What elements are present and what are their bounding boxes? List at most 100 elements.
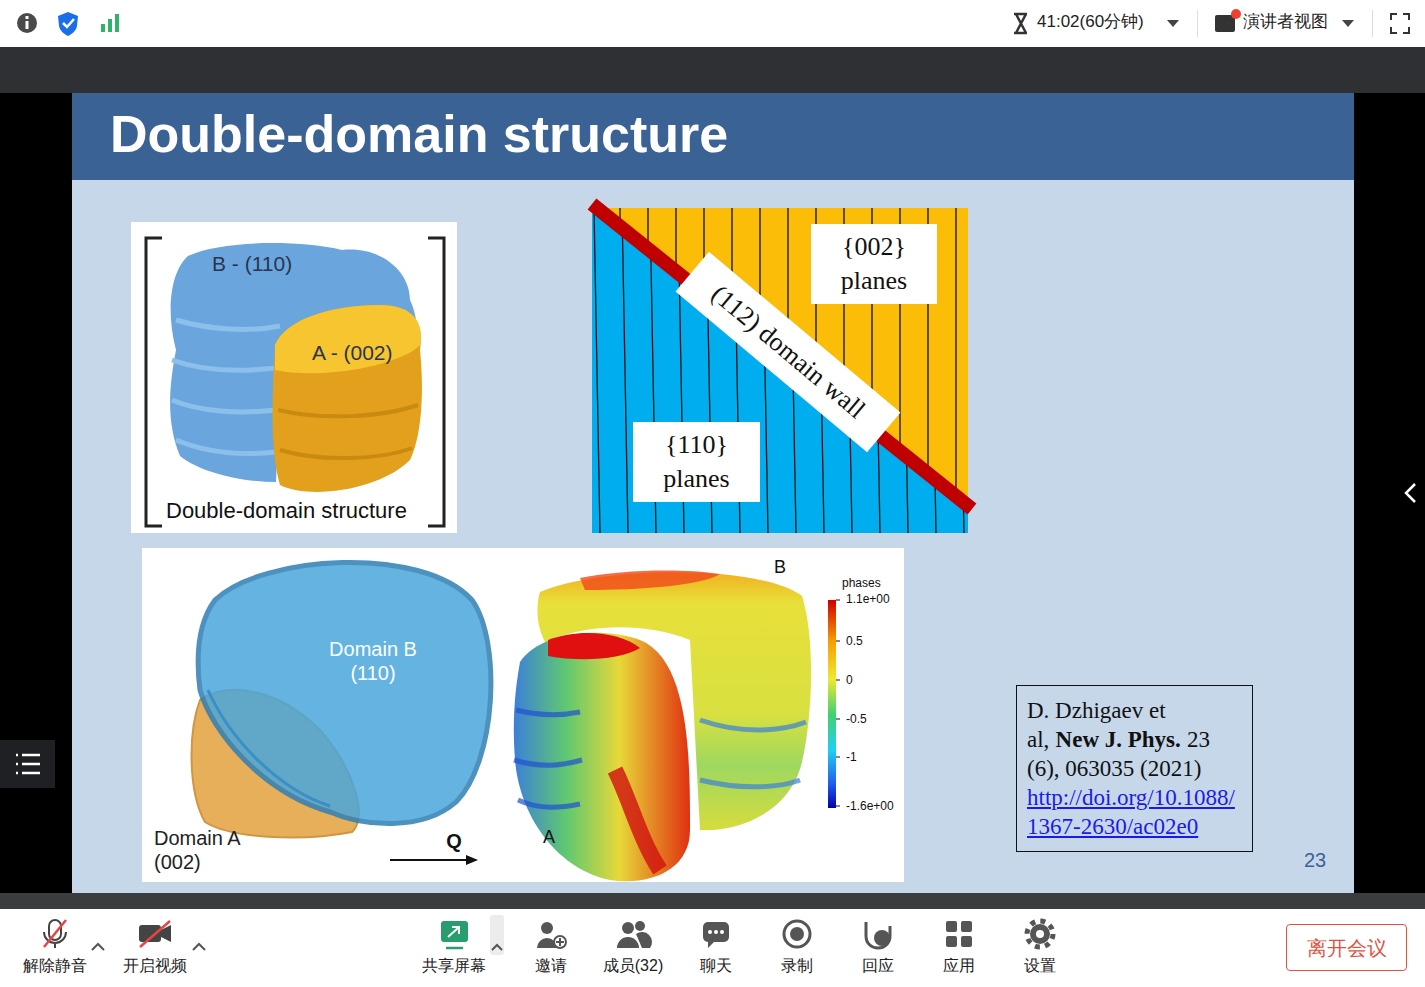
info-icon: [17, 13, 37, 33]
chat-icon: [720, 930, 724, 934]
caret: [492, 945, 502, 950]
menu-line: [22, 763, 40, 766]
menu-line: [16, 763, 18, 766]
chat-icon: [708, 941, 715, 948]
node-text: New J. Phys.: [1056, 727, 1181, 752]
shield-icon: [63, 19, 74, 27]
node-text: http://doi.org/10.1088/1367-2630/ac02e0: [1027, 783, 1242, 841]
react-icon: [866, 922, 890, 948]
top-bar-bg: [0, 0, 1425, 47]
figure-panel: [131, 222, 457, 533]
phase-hotspot: [580, 571, 720, 590]
toolbar-label: 开启视频: [123, 956, 187, 975]
top-bar: [0, 0, 1425, 47]
colorbar-ticks: [836, 600, 840, 806]
frame-band: [0, 47, 1425, 93]
vector-label: Q: [446, 829, 462, 853]
reconstruction-figure: [142, 548, 904, 882]
record-icon: [784, 921, 810, 947]
node-text: 离开会议: [1307, 935, 1387, 961]
apps-icon: [946, 921, 957, 932]
gear-icon: [1036, 930, 1044, 938]
toolbar-label: 共享屏幕: [422, 956, 486, 975]
mute-slash: [44, 920, 66, 947]
notify-dot: [1231, 9, 1241, 19]
plane-lines-002: [620, 208, 956, 533]
info-icon: [26, 16, 29, 19]
slide-number: 23: [1304, 848, 1326, 872]
record-icon: [790, 927, 804, 941]
share-icon: [441, 921, 468, 942]
timer: 41:02(60分钟): [1037, 12, 1144, 32]
share-icon: [446, 947, 463, 950]
members-icon: [636, 932, 652, 948]
figure-panel: [142, 548, 904, 882]
menu-line: [16, 754, 18, 757]
double-domain-figure: [131, 222, 457, 533]
domain-label: Domain A (002): [154, 826, 254, 874]
next-chevron: [1406, 484, 1415, 502]
slide-header: [72, 93, 1354, 180]
colorbar-tick: -1: [846, 750, 857, 764]
toolbar-label: 成员(32): [603, 956, 663, 975]
phase-bands: [514, 710, 582, 807]
frame-side: [1354, 93, 1425, 893]
apps-icon: [961, 936, 972, 947]
toolbar-label: 回应: [862, 956, 894, 975]
toolbar-bg: [0, 909, 1425, 987]
presenter-icon: [1215, 15, 1235, 32]
domain-label: B - (110): [212, 251, 292, 276]
caret-bg: [490, 915, 504, 955]
chat-icon: [714, 930, 718, 934]
colorbar-title: phases: [842, 576, 881, 590]
toolbar-label: 设置: [1024, 956, 1056, 975]
colorbar: [828, 600, 836, 808]
domain-wall-line: [592, 204, 972, 509]
view-mode: 演讲者视图: [1243, 12, 1328, 32]
chat-icon: [708, 930, 712, 934]
bracket: [428, 238, 444, 526]
toolbar-label: 邀请: [535, 956, 567, 975]
q-arrowhead: [466, 855, 478, 865]
colorbar-tick: 1.1e+00: [846, 592, 890, 606]
phase-hotspot: [615, 770, 660, 870]
gear-icon: [1030, 924, 1050, 944]
domain-label: Domain B (110): [318, 637, 428, 685]
caret: [92, 944, 104, 950]
toolbar-label: 录制: [781, 956, 813, 975]
members-icon: [635, 921, 645, 931]
fullscreen-icon: [1391, 14, 1409, 33]
toolbar-label: 解除静音: [23, 956, 87, 975]
domain-wall-schematic: [592, 204, 972, 533]
camera-slash: [140, 921, 170, 947]
colorbar-tick: -1.6e+00: [846, 799, 894, 813]
colorbar-tick: 0.5: [846, 634, 863, 648]
signal-icon: [101, 24, 105, 32]
plane-label-box: {110} planes: [633, 422, 760, 502]
blob-outline: [208, 690, 330, 806]
plane-label-box: {002} planes: [811, 224, 937, 304]
bracket: [146, 238, 162, 526]
node-text: {002} planes: [819, 230, 929, 298]
colorbar-tick: -0.5: [846, 712, 867, 726]
frame-band: [0, 893, 1425, 909]
citation-box: D. Dzhigaev et al,New J. Phys.23 (6), 06…: [1016, 685, 1253, 852]
menu-line: [22, 754, 40, 757]
info-icon: [26, 21, 29, 29]
slide-title: Double-domain structure: [110, 106, 728, 163]
toolbar-label: 聊天: [700, 956, 732, 975]
figure-caption: Double-domain structure: [166, 498, 407, 524]
chat-icon: [703, 922, 729, 942]
separator: [1197, 10, 1198, 37]
domain-b-blob: [198, 562, 491, 823]
q-arrow: [390, 859, 468, 861]
signal-icon: [115, 14, 119, 32]
gear-icon: [1027, 921, 1053, 947]
domain-label: A - (002): [312, 340, 393, 365]
apps-icon: [961, 921, 972, 932]
members-icon: [617, 937, 639, 948]
toolbar: [0, 909, 1425, 987]
menu-line: [22, 772, 40, 775]
slide-bg: [72, 93, 1354, 893]
phase-column: [514, 633, 690, 881]
